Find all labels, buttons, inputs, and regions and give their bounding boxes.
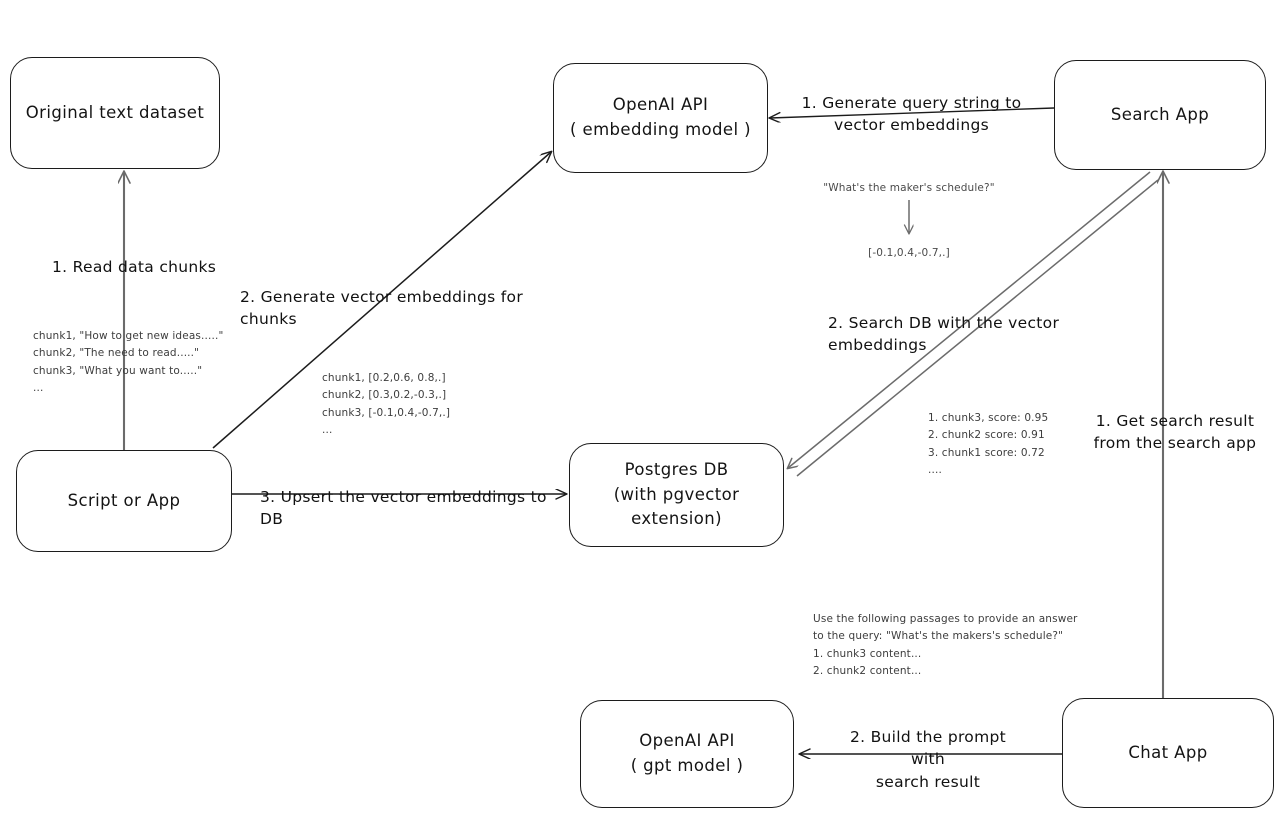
note-prompt-text: Use the following passages to provide an… [813, 613, 1078, 677]
edge-label-search-db: 2. Search DB with the vector embeddings [828, 314, 1060, 355]
node-openai-embedding-api-line2: ( embedding model ) [570, 120, 751, 139]
node-script-or-app[interactable]: Script or App [16, 450, 232, 552]
node-postgres-db-line1: Postgres DB [624, 459, 729, 479]
node-openai-gpt-api-line2: ( gpt model ) [630, 756, 744, 775]
node-postgres-db[interactable]: Postgres DB (with pgvector extension) [569, 443, 784, 547]
edge-label-build-prompt: 2. Build the prompt with search result [850, 728, 1006, 791]
node-search-app[interactable]: Search App [1054, 60, 1266, 170]
note-chunks-raw: chunk1, "How to get new ideas....." chun… [33, 330, 224, 394]
note-chunks-vectors: chunk1, [0.2,0.6, 0.8,.] chunk2, [0.3,0.… [322, 372, 451, 436]
edge-label-upsert-to-db: 3. Upsert the vector embeddings to DB [260, 488, 547, 529]
node-openai-embedding-api[interactable]: OpenAI API ( embedding model ) [553, 63, 768, 173]
node-original-text-dataset-label: Original text dataset [25, 102, 205, 122]
node-openai-embedding-api-line1: OpenAI API [612, 95, 709, 115]
note-query-string: "What's the maker's schedule?" [823, 182, 995, 194]
note-query-vector: [-0.1,0.4,-0.7,.] [868, 247, 950, 259]
node-script-or-app-label: Script or App [67, 490, 181, 510]
node-chat-app[interactable]: Chat App [1062, 698, 1274, 808]
node-openai-gpt-api-line1: OpenAI API [639, 731, 735, 751]
node-openai-gpt-api[interactable]: OpenAI API ( gpt model ) [580, 700, 794, 808]
edge-label-generate-vector-embeddings: 2. Generate vector embeddings for chunks [240, 288, 523, 329]
node-search-app-label: Search App [1110, 104, 1210, 124]
node-chat-app-label: Chat App [1128, 742, 1208, 762]
note-search-results: 1. chunk3, score: 0.95 2. chunk2 score: … [928, 412, 1049, 476]
node-postgres-db-line2: (with pgvector extension) [613, 484, 740, 529]
edge-label-read-data-chunks: 1. Read data chunks [52, 258, 217, 276]
edge-label-generate-query-string: 1. Generate query string to vector embed… [801, 94, 1022, 135]
node-original-text-dataset[interactable]: Original text dataset [10, 57, 220, 169]
